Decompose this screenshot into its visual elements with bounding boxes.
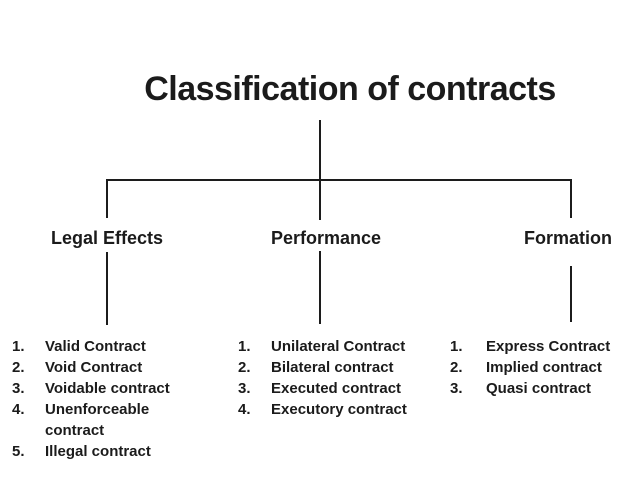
list-item-text: Voidable contract: [45, 380, 170, 397]
list-item: 3. Quasi contract: [450, 378, 622, 399]
list-item-text: Unilateral Contract: [271, 338, 406, 355]
list-item-text: Unenforceable contract: [45, 401, 150, 439]
list-item-text: Bilateral contract: [271, 359, 394, 376]
list-item: 2. Bilateral contract: [238, 357, 420, 378]
branch-label-performance: Performance: [270, 228, 382, 248]
list-item-number: 3.: [12, 380, 25, 397]
list-item-text: Quasi contract: [486, 380, 592, 397]
list-item: 2. Implied contract: [450, 357, 622, 378]
connector-right-stub: [570, 179, 572, 218]
list-item-text: Executed contract: [271, 380, 402, 397]
list-item-text: Void Contract: [45, 359, 143, 376]
list-item-number: 2.: [12, 359, 25, 376]
list-item: 3. Executed contract: [238, 378, 420, 399]
connector-formation-drop: [570, 266, 572, 322]
branch-label-legal-effects: Legal Effects: [50, 228, 164, 248]
list-item-number: 2.: [238, 359, 251, 376]
branch-list-formation: 1. Express Contract 2. Implied contract …: [450, 336, 622, 399]
branch-list-performance: 1. Unilateral Contract 2. Bilateral cont…: [238, 336, 420, 420]
branch-label-formation: Formation: [524, 228, 612, 248]
list-item-number: 1.: [450, 338, 463, 355]
list-item-number: 4.: [12, 401, 25, 418]
list-item: 5. Illegal contract: [12, 441, 184, 462]
connector-performance-drop: [319, 251, 321, 324]
connector-legal-effects-drop: [106, 252, 108, 325]
connector-horizontal-rail: [106, 179, 572, 181]
list-item: 1. Express Contract: [450, 336, 622, 357]
connector-left-stub: [106, 179, 108, 218]
list-item-number: 1.: [238, 338, 251, 355]
list-item-number: 4.: [238, 401, 251, 418]
branch-list-legal-effects: 1. Valid Contract 2. Void Contract 3. Vo…: [12, 336, 184, 462]
list-item-text: Executory contract: [271, 401, 407, 418]
list-item-text: Valid Contract: [45, 338, 146, 355]
connector-root-vertical: [319, 120, 321, 220]
list-item-text: Express Contract: [486, 338, 611, 355]
list-item-number: 3.: [238, 380, 251, 397]
list-item-number: 5.: [12, 443, 25, 460]
list-item: 4. Unenforceable contract: [12, 399, 184, 441]
list-item: 1. Unilateral Contract: [238, 336, 420, 357]
list-item-text: Implied contract: [486, 359, 602, 376]
list-item: 1. Valid Contract: [12, 336, 184, 357]
diagram-title: Classification of contracts: [144, 70, 556, 108]
list-item-number: 3.: [450, 380, 463, 397]
list-item: 3. Voidable contract: [12, 378, 184, 399]
list-item-number: 1.: [12, 338, 25, 355]
list-item: 4. Executory contract: [238, 399, 420, 420]
list-item: 2. Void Contract: [12, 357, 184, 378]
list-item-number: 2.: [450, 359, 463, 376]
list-item-text: Illegal contract: [45, 443, 151, 460]
